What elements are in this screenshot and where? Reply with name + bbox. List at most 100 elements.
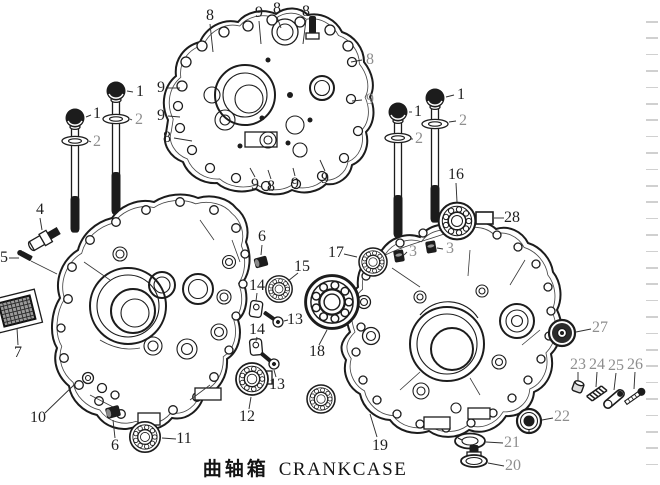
leader-line-18 xyxy=(318,329,328,346)
part-27-nut xyxy=(547,318,577,348)
right-case-bolt-holes xyxy=(351,223,556,433)
part-5-screw xyxy=(17,249,58,275)
page-edge-mark xyxy=(646,349,658,351)
part-2-washer-c xyxy=(384,132,412,144)
left-crankcase-half-10 xyxy=(50,193,273,431)
part-24-spring xyxy=(586,385,608,402)
leader-line-9 xyxy=(292,167,296,177)
leader-line-19 xyxy=(369,413,378,438)
leader-line-8 xyxy=(350,59,363,63)
leader-line-6 xyxy=(260,244,263,256)
page-edge-mark xyxy=(646,152,658,154)
part-3-dowel-pin-b xyxy=(425,240,437,254)
part-1-main-bolt-d xyxy=(421,88,449,223)
part-4-switch xyxy=(27,227,61,252)
leader-line-1 xyxy=(126,90,134,93)
page-edge-mark xyxy=(646,316,658,318)
page-edge-mark xyxy=(646,185,658,187)
page-edge-mark xyxy=(646,398,658,400)
page-edge-mark xyxy=(646,37,658,39)
part-22-nut xyxy=(515,407,543,435)
caption-english: CRANKCASE xyxy=(278,459,408,480)
leader-line-3 xyxy=(403,251,408,256)
leader-line-14 xyxy=(255,292,258,302)
left-case-bolt-holes xyxy=(56,197,250,426)
part-1-main-bolt-c xyxy=(384,102,412,238)
page-edge-mark xyxy=(646,217,658,220)
leader-line-13 xyxy=(283,319,289,322)
page-edge-mark xyxy=(646,234,658,236)
leader-line-13 xyxy=(273,369,277,378)
part-20-drain-bolt xyxy=(460,445,488,468)
leader-line-24 xyxy=(595,371,598,388)
page-edge-mark xyxy=(646,431,658,433)
leader-line-27 xyxy=(575,328,592,333)
leader-line-16 xyxy=(455,182,458,203)
page-edge-mark xyxy=(646,365,658,367)
part-7-strainer-screen xyxy=(0,288,44,334)
page-edge-mark xyxy=(646,463,658,466)
leader-line-9 xyxy=(167,115,181,118)
leader-line-2 xyxy=(88,140,92,143)
part-2-washer-d xyxy=(421,118,449,130)
page-edge-mark xyxy=(646,168,658,171)
page-edge-mark xyxy=(646,250,658,253)
leader-line-9 xyxy=(258,20,262,45)
leader-line-1 xyxy=(445,94,455,98)
part-23-bushing xyxy=(571,380,585,394)
leader-line-8 xyxy=(302,19,307,45)
part-1-main-bolt-b xyxy=(102,81,130,215)
leader-line-2 xyxy=(448,120,457,123)
part-13-screw-upper xyxy=(263,311,284,328)
leader-line-8 xyxy=(173,137,193,142)
leader-line-20 xyxy=(487,462,505,467)
leader-line-9 xyxy=(351,99,363,102)
part-2-washer-a xyxy=(61,135,89,147)
page-edge-mark xyxy=(646,381,658,384)
leader-line-6 xyxy=(112,419,116,439)
leader-line-12 xyxy=(248,396,252,410)
page-edge-mark xyxy=(646,414,658,417)
part-14-clip-upper xyxy=(248,299,264,319)
part-25-pawl xyxy=(603,389,625,409)
part-1-main-bolt-a xyxy=(61,108,89,233)
page-edge-mark xyxy=(646,283,658,285)
part-6-nut-top xyxy=(253,255,269,269)
part-14-clip-lower xyxy=(248,338,264,356)
leader-line-2 xyxy=(129,118,133,121)
page-edge-mark xyxy=(646,299,658,302)
right-crankcase-half-19 xyxy=(340,220,563,438)
leader-line-14 xyxy=(255,336,258,342)
page-edge-mark xyxy=(646,332,658,335)
diagram-caption: 曲轴箱 CRANKCASE xyxy=(203,454,408,481)
leader-line-26 xyxy=(633,371,636,390)
leader-line-8 xyxy=(267,169,272,180)
part-13-screw-lower xyxy=(260,351,280,370)
leader-line-15 xyxy=(287,272,299,282)
page-edge-mark xyxy=(646,267,658,269)
part-3-dowel-pin-a xyxy=(393,249,405,263)
leader-line-9 xyxy=(249,167,256,178)
page-edge-mark xyxy=(646,135,658,138)
leader-line-4 xyxy=(39,217,43,231)
part-26-bolt xyxy=(623,387,646,406)
page-edge-mark xyxy=(646,21,658,23)
page-edge-mark xyxy=(646,86,658,89)
part-28-shim xyxy=(475,211,494,225)
page-edge-mark xyxy=(646,201,658,203)
part-2-washer-b xyxy=(102,113,130,125)
part-21-washer xyxy=(454,432,486,450)
page-edge-mark xyxy=(646,53,658,56)
leader-line-9 xyxy=(319,159,326,172)
leader-line-3 xyxy=(436,247,444,250)
page-edge-mark xyxy=(646,70,658,72)
caption-chinese: 曲轴箱 xyxy=(202,459,269,480)
leader-line-1 xyxy=(85,114,92,118)
top-stud xyxy=(309,16,316,34)
leader-line-22 xyxy=(541,417,554,421)
leader-line-11 xyxy=(161,437,177,440)
page-edge-mark xyxy=(646,119,658,121)
